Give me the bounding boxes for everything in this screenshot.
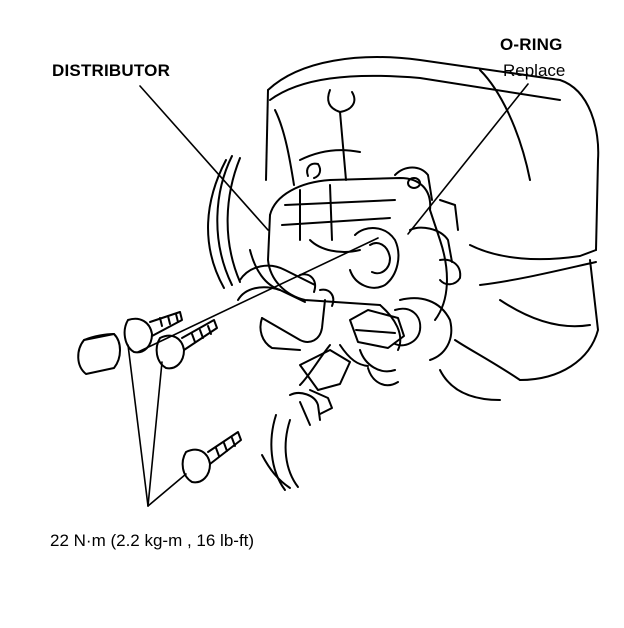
distributor-body: [267, 162, 462, 361]
leader-lines: [127, 83, 529, 507]
oring-label: O-RING: [500, 35, 563, 54]
distributor-label: DISTRIBUTOR: [52, 61, 171, 80]
wire-boots: [237, 264, 335, 351]
engine-outline: [265, 56, 600, 401]
torque-arrow-3: [147, 473, 187, 507]
torque-spec-label: 22 N·m (2.2 kg-m , 16 lb-ft): [50, 531, 255, 550]
torque-arrow-2: [147, 361, 163, 507]
ignition-wires: [207, 155, 281, 291]
torque-arrow-1: [127, 344, 149, 507]
oring-replace-note: Replace: [503, 61, 566, 80]
oring-leader: [407, 83, 529, 235]
distributor-leader: [139, 85, 269, 231]
wiring-harness: [261, 307, 422, 491]
mounting-bolts: [77, 311, 242, 484]
bolt-leader-1: [137, 237, 379, 353]
